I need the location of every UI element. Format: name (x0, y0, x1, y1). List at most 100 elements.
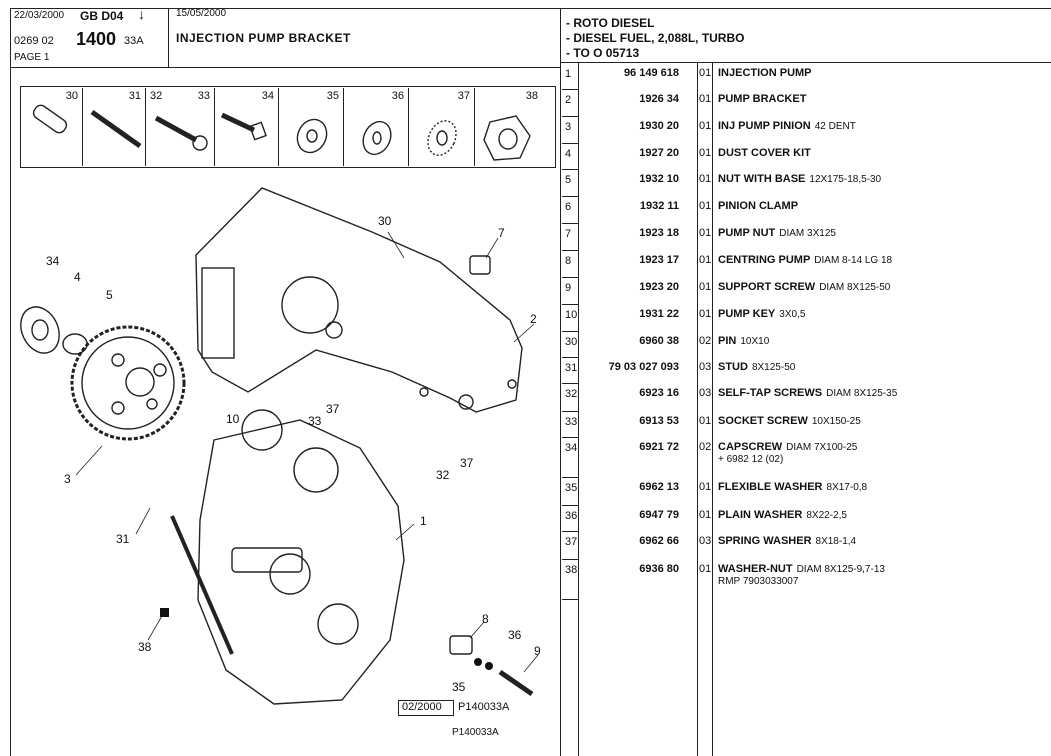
part-number: 1931 22 (639, 308, 679, 320)
hardware-strip (20, 86, 556, 168)
quantity: 01 (699, 147, 712, 159)
part-description: PLAIN WASHER (718, 509, 803, 521)
quantity: 01 (699, 200, 712, 212)
part-description: CAPSCREW (718, 441, 783, 453)
part-number: 6921 72 (639, 441, 679, 453)
washer-icon (362, 120, 392, 156)
ref-number: 31 (565, 362, 578, 374)
part-number: 6936 80 (639, 563, 679, 575)
part-cell-34: 34 (215, 88, 279, 166)
code-section: 1400 (76, 29, 117, 49)
quantity: 01 (699, 173, 712, 185)
part-description: SUPPORT SCREW (718, 281, 816, 293)
part-description: PINION CLAMP (718, 200, 799, 212)
part-number: 1927 20 (639, 147, 679, 159)
quantity: 01 (699, 281, 712, 293)
part-number: 1930 20 (639, 120, 679, 132)
exploded-diagram (11, 68, 560, 756)
quantity: 02 (699, 441, 712, 453)
part-cell-35: 35 (279, 88, 344, 166)
quantity: 01 (699, 481, 712, 493)
ref-number: 10 (565, 309, 578, 321)
centring-pump-icon (449, 635, 473, 655)
ref-number: 33 (565, 416, 578, 428)
document-date: 22/03/2000 (14, 10, 65, 21)
quantity: 01 (699, 563, 712, 575)
callout-8: 8 (482, 612, 489, 626)
part-cell-31: 31 (83, 88, 146, 166)
support-screw-icon (498, 669, 534, 697)
capscrew-icon (220, 112, 267, 141)
part-spec: DIAM 8X125-35 (826, 388, 898, 399)
gb-code: GB D04 (80, 9, 124, 23)
code-group: 0269 02 (14, 35, 54, 47)
quantity: 03 (699, 535, 712, 547)
ref-number: 38 (565, 564, 578, 576)
part-description: CENTRING PUMP (718, 254, 811, 266)
part-spec: DIAM 8X125-9,7-13 (796, 564, 885, 575)
pump-bracket-icon (195, 187, 523, 413)
part-spec: 8X18-1,4 (815, 536, 857, 547)
part-description: PUMP BRACKET (718, 93, 807, 105)
part-description: WASHER-NUT (718, 563, 793, 575)
part-spec: 42 DENT (814, 121, 856, 132)
part-number: 6913 53 (639, 415, 679, 427)
dust-cover-icon (20, 306, 60, 354)
quantity: 01 (699, 415, 712, 427)
part-description: PUMP NUT (718, 227, 776, 239)
part-spec: 8X125-50 (751, 362, 796, 373)
ref-number: 5 (565, 174, 572, 186)
callout-5: 5 (106, 288, 113, 302)
part-cell-32-33: 32 33 (146, 88, 215, 166)
callout-4: 4 (74, 270, 81, 284)
screw-icon (154, 115, 208, 151)
washer-nut-icon (483, 115, 531, 161)
callout-3: 3 (64, 472, 71, 486)
parts-row: 6 1932 11 01 PINION CLAMP (562, 197, 1051, 224)
part-number: 6960 38 (639, 335, 679, 347)
callout-2: 2 (530, 312, 537, 326)
part-note: RMP 7903033007 (718, 576, 799, 587)
stamp-date: 02/2000 (402, 701, 442, 713)
ref-number: 4 (565, 148, 572, 160)
ref-number: 34 (565, 442, 578, 454)
part-cell-30: 30 (20, 88, 83, 166)
part-spec: 8X22-2,5 (806, 510, 847, 521)
part-cell-36: 36 (344, 88, 409, 166)
stud-icon (90, 109, 142, 149)
ref-number: 2 (565, 94, 572, 106)
spring-washer-icon (427, 120, 457, 156)
arrow-down-icon: ↓ (138, 6, 145, 22)
part-description: INJECTION PUMP (718, 67, 812, 79)
ref-number: 6 (565, 201, 572, 213)
part-number: 6962 66 (639, 535, 679, 547)
pin-icon (32, 104, 68, 134)
parts-row: 4 1927 20 01 DUST COVER KIT (562, 144, 1051, 170)
part-description: DUST COVER KIT (718, 147, 811, 159)
part-spec: DIAM 7X100-25 (786, 442, 858, 453)
callout-38: 38 (138, 640, 152, 654)
part-description: PIN (718, 335, 737, 347)
diagram-drawing (20, 104, 539, 705)
callout-35: 35 (452, 680, 466, 694)
part-number: 1932 10 (639, 173, 679, 185)
code-sub: 33A (124, 35, 144, 47)
stamp-box (398, 700, 454, 716)
quantity: 03 (699, 361, 712, 373)
part-cell-38: 38 (525, 90, 538, 102)
part-number: 1932 11 (639, 200, 679, 212)
callout-33: 33 (308, 414, 322, 428)
page-title: INJECTION PUMP BRACKET (176, 31, 351, 45)
vehicle-line-2: - DIESEL FUEL, 2,088L, TURBO (566, 31, 745, 45)
part-number: 1923 17 (639, 254, 679, 266)
part-spec: DIAM 3X125 (779, 228, 836, 239)
